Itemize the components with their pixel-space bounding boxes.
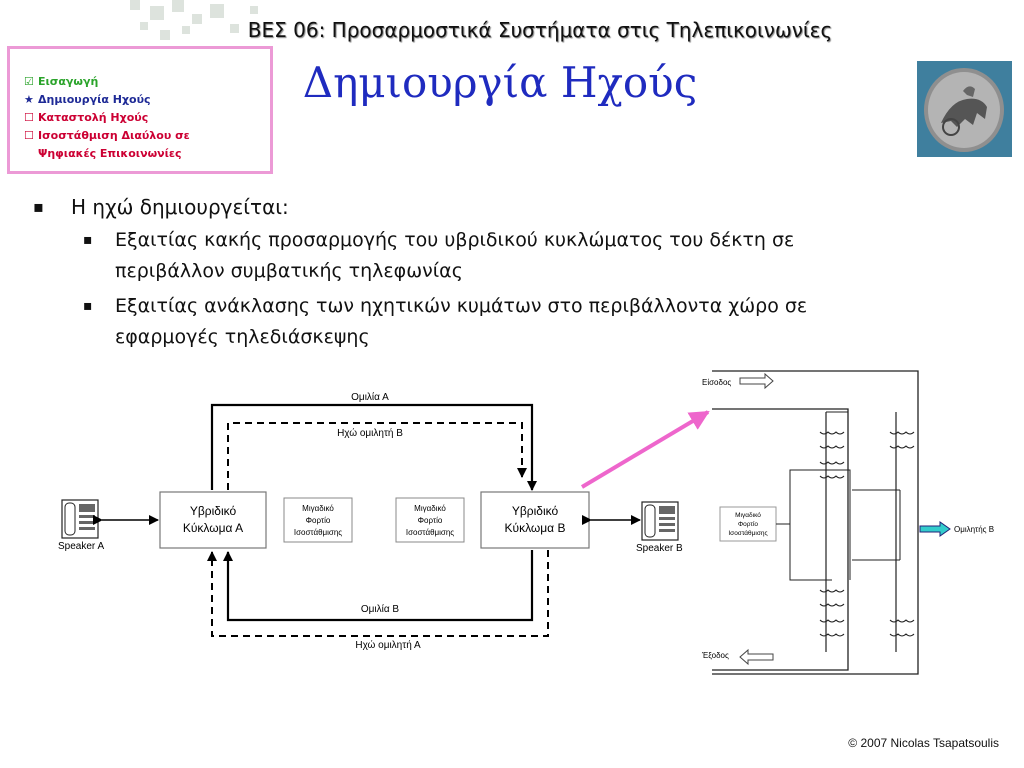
hybrid-a-label: Υβριδικό <box>190 504 237 518</box>
load-label: Ισοστάθμισης <box>406 528 454 537</box>
toc-item-introduction[interactable]: ☑ Εισαγωγή <box>24 73 270 91</box>
empty-box-icon: ☐ <box>24 129 34 142</box>
ancient-coin-icon <box>924 68 1004 152</box>
speech-b-path <box>223 550 534 622</box>
load-label: Μιγαδικό <box>302 504 334 513</box>
bullet-text: Εξαιτίας κακής προσαρμογής του υβριδικού… <box>115 229 795 251</box>
output-arrow-icon <box>739 648 774 666</box>
speech-a-path <box>210 403 537 491</box>
toc-box: ☑ Εισαγωγή ★ Δημιουργία Ηχούς ☐ Καταστολή Η… <box>7 46 273 174</box>
speaker-a-label: Speaker A <box>58 541 104 552</box>
echo-a-label: Ηχώ ομιλητή Α <box>355 639 421 651</box>
load-label: Ισοστάθμισης <box>294 528 342 537</box>
telephone-icon <box>641 501 679 541</box>
star-icon: ★ <box>24 93 34 106</box>
detail-load-box <box>719 506 777 542</box>
hybrid-a-box <box>159 491 267 549</box>
load-label: Μιγαδικό <box>735 511 761 519</box>
bullet-list: Η ηχώ δημιουργείται: Εξαιτίας κακής προσ… <box>33 193 953 353</box>
toc-item-label: Δημιουργία Ηχούς <box>38 93 151 106</box>
load-label: Φορτίο <box>738 520 758 528</box>
load-label: Ισοστάθμισης <box>728 529 767 537</box>
hybrid-detail-circuit: Είσοδος Έξοδος Μιγαδικό Φορτίο Ισοσ <box>701 370 994 675</box>
hybrid-b-box <box>480 491 590 549</box>
page-title: Δημιουργία Ηχούς <box>302 58 698 107</box>
footer-copyright: © 2007 Nicolas Tsapatsoulis <box>848 736 999 750</box>
toc-item-echo-creation[interactable]: ★ Δημιουργία Ηχούς <box>24 91 270 109</box>
empty-box-icon: ☐ <box>24 111 34 124</box>
zoom-arrow <box>580 410 710 489</box>
checked-box-icon: ☑ <box>24 75 34 88</box>
toc-item-continuation: Ψηφιακές Επικοινωνίες <box>38 147 182 160</box>
input-arrow-icon <box>739 372 774 390</box>
toc-item-channel-equalization[interactable]: ☐ Ισοστάθμιση Διαύλου σε <box>24 127 270 145</box>
bullet-text: περιβάλλον συμβατικής τηλεφωνίας <box>115 260 463 282</box>
bullet-sub-mismatch: Εξαιτίας κακής προσαρμογής του υβριδικού… <box>33 225 953 287</box>
echo-a-path <box>207 550 549 637</box>
telephone-icon <box>61 499 99 539</box>
course-header-title: ΒΕΣ 06: Προσαρμοστικά Συστήματα στις Τηλ… <box>247 18 833 42</box>
output-arrow-cyan-icon <box>919 521 951 537</box>
toc-item-label: Ισοστάθμιση Διαύλου σε <box>38 129 190 142</box>
toc-item-label: Εισαγωγή <box>38 75 99 88</box>
hybrid-a-label: Κύκλωμα Α <box>183 521 243 535</box>
echo-b-path <box>227 422 527 490</box>
load-box-a <box>283 497 353 543</box>
load-label: Φορτίο <box>306 516 331 525</box>
toc-item-echo-suppression[interactable]: ☐ Καταστολή Ηχούς <box>24 109 270 127</box>
echo-b-label: Ηχώ ομιλητή Β <box>337 427 403 439</box>
coin-image <box>917 61 1012 157</box>
load-label: Μιγαδικό <box>414 504 446 513</box>
speech-b-label: Ομιλία Β <box>361 603 400 615</box>
speaker-b-out-label: Ομιλητής Β <box>954 525 994 534</box>
speech-a-label: Ομιλία Α <box>351 391 389 403</box>
toc-item-label: Καταστολή Ηχούς <box>38 111 149 124</box>
bullet-main: Η ηχώ δημιουργείται: <box>33 193 953 221</box>
load-label: Φορτίο <box>418 516 443 525</box>
input-label: Είσοδος <box>702 378 731 387</box>
load-box-b <box>395 497 465 543</box>
corner-decoration <box>0 0 300 60</box>
speaker-b-label: Speaker B <box>636 543 683 554</box>
bullet-text: εφαρμογές τηλεδιάσκεψης <box>115 326 370 348</box>
bullet-text: Εξαιτίας ανάκλασης των ηχητικών κυμάτων … <box>115 295 808 317</box>
hybrid-b-label: Κύκλωμα Β <box>505 521 566 535</box>
output-label: Έξοδος <box>701 651 729 660</box>
bullet-sub-reflection: Εξαιτίας ανάκλασης των ηχητικών κυμάτων … <box>33 291 953 353</box>
hybrid-b-label: Υβριδικό <box>512 504 559 518</box>
